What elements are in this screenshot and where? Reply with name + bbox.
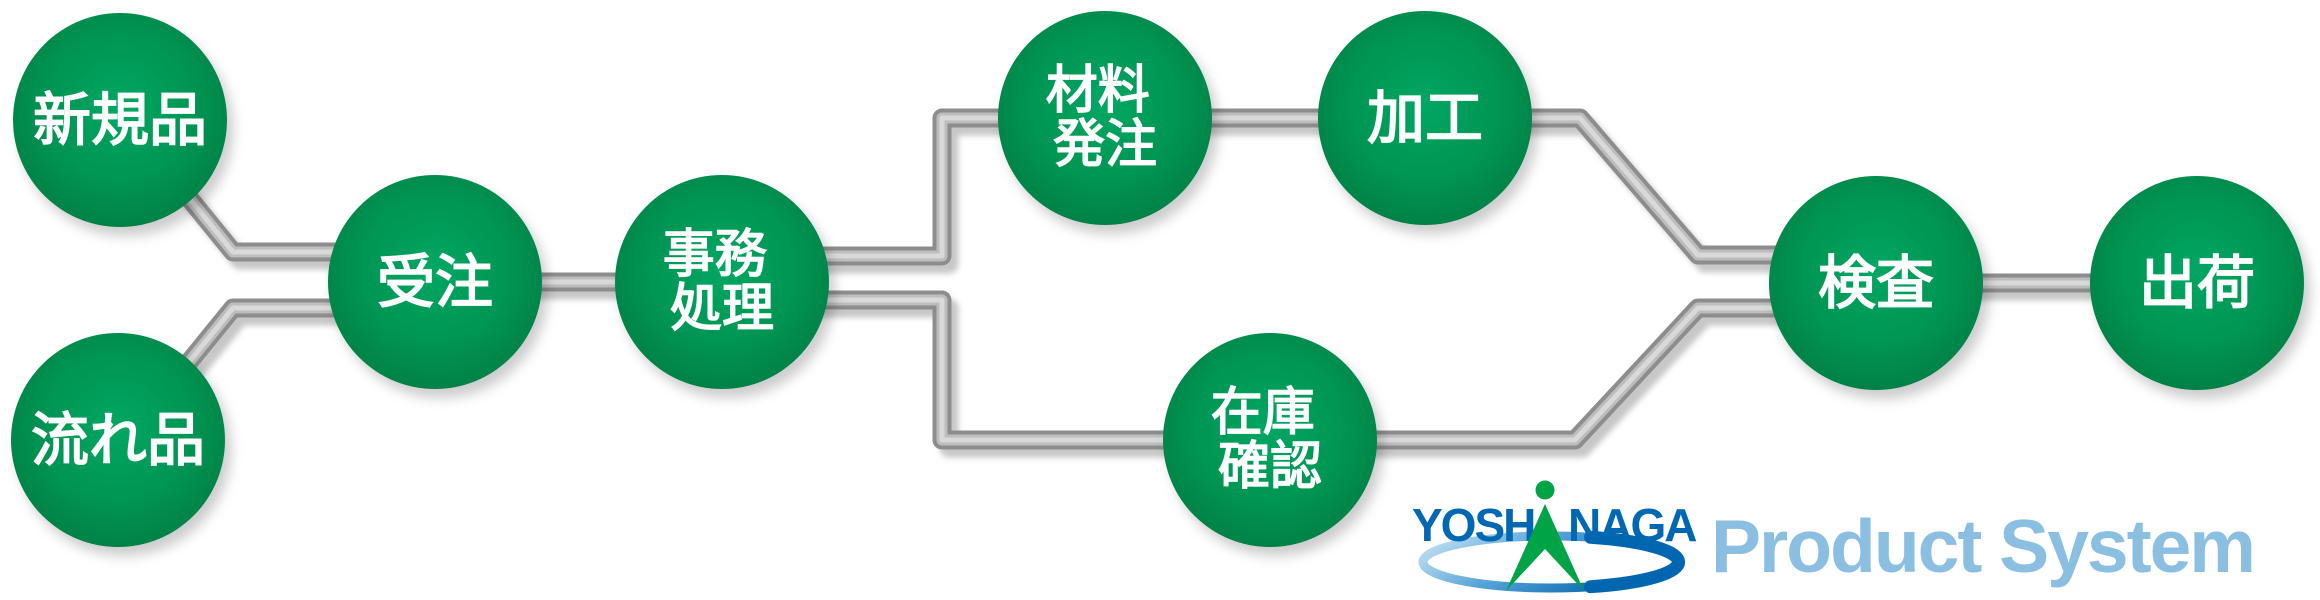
node-nagarehin-circle	[11, 333, 225, 547]
node-shukka-circle	[2090, 176, 2304, 390]
logo-brand-right: NAGA	[1568, 499, 1696, 551]
node-juchu-label: 受注	[377, 250, 493, 315]
node-zairyohacchu-label: 材料 発注	[1046, 62, 1164, 174]
node-zaikokakunin: 在庫 確認	[1163, 333, 1377, 547]
node-jimushori: 事務 処理	[615, 175, 829, 389]
node-jimushori-label: 事務 処理	[663, 226, 781, 338]
node-kensa-circle	[1769, 176, 1983, 390]
node-juchu: 受注	[328, 175, 542, 389]
logo-product-text: Product System	[1711, 504, 2254, 588]
node-kako-label: 加工	[1367, 86, 1483, 151]
node-zairyohacchu: 材料 発注	[998, 11, 1212, 225]
logo-orbit-right-crescent	[1584, 530, 1686, 594]
node-shinkihin-label: 新規品	[33, 88, 207, 153]
node-kensa: 検査	[1769, 176, 1983, 390]
node-nagarehin: 流れ品	[11, 333, 225, 547]
node-shinkihin-circle	[13, 13, 227, 227]
node-kako-circle	[1318, 11, 1532, 225]
node-zaikokakunin-label: 在庫 確認	[1211, 384, 1329, 496]
node-jimushori-circle	[615, 175, 829, 389]
node-juchu-circle	[328, 175, 542, 389]
logo-brand-left: YOSH	[1412, 499, 1534, 551]
node-shukka: 出荷	[2090, 176, 2304, 390]
node-nagarehin-label: 流れ品	[31, 408, 205, 473]
node-zairyohacchu-circle	[998, 11, 1212, 225]
tree-icon	[1506, 480, 1584, 591]
node-shinkihin: 新規品	[13, 13, 227, 227]
node-zaikokakunin-circle	[1163, 333, 1377, 547]
yoshinaga-logo: YOSH NAGA Product System	[1412, 480, 2256, 594]
node-shukka-label: 出荷	[2139, 251, 2255, 316]
tree-icon-body	[1506, 504, 1584, 591]
tree-icon-ball	[1535, 480, 1555, 500]
node-kako: 加工	[1318, 11, 1532, 225]
node-kensa-label: 検査	[1818, 251, 1934, 316]
